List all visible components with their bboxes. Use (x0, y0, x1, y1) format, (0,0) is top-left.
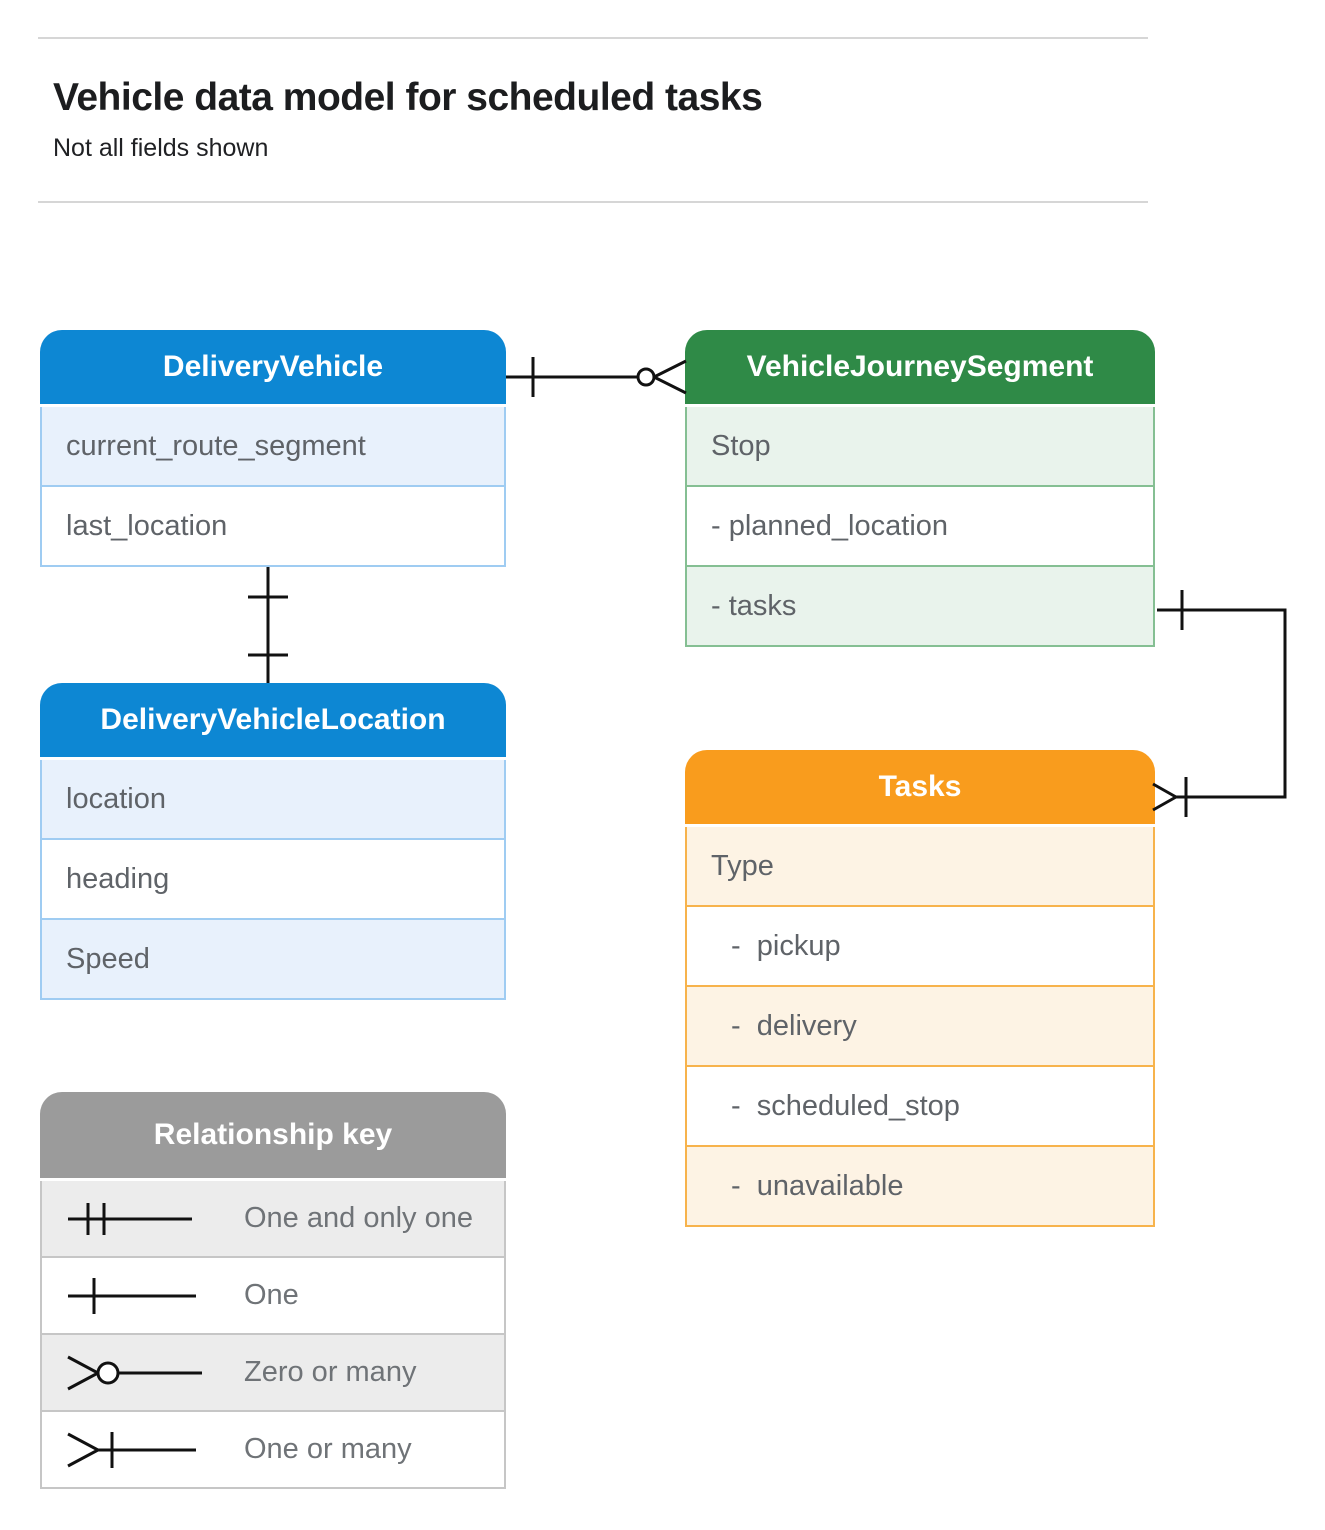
relationship-key-rows: One and only one One Zero or many One or… (40, 1181, 506, 1489)
key-label: One (244, 1279, 299, 1311)
key-label: One or many (244, 1433, 412, 1465)
field-type: Type (687, 827, 1153, 905)
field-last-location: last_location (42, 485, 504, 565)
one-and-only-one-icon (68, 1202, 192, 1235)
one-icon (68, 1277, 196, 1314)
key-label: One and only one (244, 1202, 473, 1234)
header-divider (38, 201, 1148, 203)
entity-vehicle-journey-segment-title: VehicleJourneySegment (685, 330, 1155, 407)
page-subtitle: Not all fields shown (53, 134, 269, 162)
connector-tasks-vehiclejourneysegment (1152, 590, 1287, 817)
field-speed: Speed (42, 918, 504, 998)
field-planned-location: - planned_location (687, 485, 1153, 565)
field-delivery: - delivery (687, 985, 1153, 1065)
relationship-key-title: Relationship key (40, 1092, 506, 1181)
entity-vehicle-journey-segment: VehicleJourneySegment Stop - planned_loc… (685, 330, 1155, 647)
zero-or-many-icon (67, 1355, 202, 1390)
field-scheduled-stop: - scheduled_stop (687, 1065, 1153, 1145)
field-unavailable: - unavailable (687, 1145, 1153, 1225)
one-or-many-icon (67, 1431, 196, 1468)
field-current-route-segment: current_route_segment (42, 407, 504, 485)
key-row-one-or-many: One or many (42, 1410, 504, 1487)
relationship-key: Relationship key One and only one One Ze… (40, 1092, 506, 1489)
key-row-one: One (42, 1256, 504, 1333)
entity-delivery-vehicle: DeliveryVehicle current_route_segment la… (40, 330, 506, 567)
key-label: Zero or many (244, 1356, 417, 1388)
entity-delivery-vehicle-location: DeliveryVehicleLocation location heading… (40, 683, 506, 1000)
field-location: location (42, 760, 504, 838)
key-row-zero-or-many: Zero or many (42, 1333, 504, 1410)
entity-delivery-vehicle-location-fields: location heading Speed (40, 760, 506, 1000)
entity-tasks-title: Tasks (685, 750, 1155, 827)
entity-delivery-vehicle-location-title: DeliveryVehicleLocation (40, 683, 506, 760)
entity-delivery-vehicle-title: DeliveryVehicle (40, 330, 506, 407)
page-title: Vehicle data model for scheduled tasks (53, 76, 763, 119)
entity-vehicle-journey-segment-fields: Stop - planned_location - tasks (685, 407, 1155, 647)
connector-deliveryvehicle-vehiclejourneysegment (506, 357, 687, 397)
top-divider (38, 37, 1148, 39)
field-pickup: - pickup (687, 905, 1153, 985)
entity-tasks-fields: Type - pickup - delivery - scheduled_sto… (685, 827, 1155, 1227)
field-heading: heading (42, 838, 504, 918)
entity-delivery-vehicle-fields: current_route_segment last_location (40, 407, 506, 567)
field-stop: Stop (687, 407, 1153, 485)
key-row-one-and-only-one: One and only one (42, 1181, 504, 1256)
field-tasks: - tasks (687, 565, 1153, 645)
entity-tasks: Tasks Type - pickup - delivery - schedul… (685, 750, 1155, 1227)
connector-deliveryvehicle-deliveryvehiclelocation (248, 567, 288, 683)
